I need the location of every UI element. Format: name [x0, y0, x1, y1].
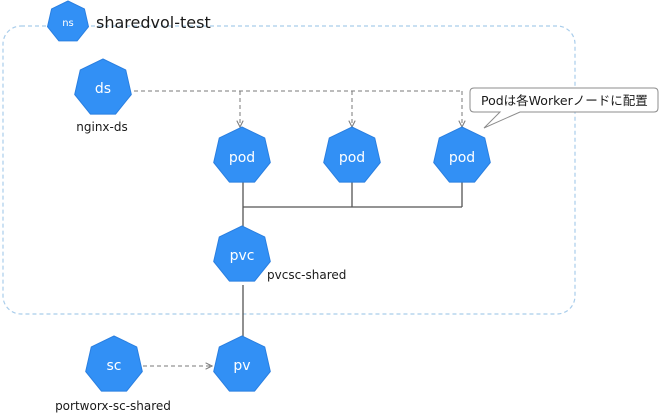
- ds-to-pod-connectors: [134, 90, 462, 127]
- namespace-icon: [47, 0, 89, 42]
- pod-to-pvc-connectors: [242, 180, 463, 236]
- storageclass-node: sc: [85, 335, 143, 392]
- namespace-node: ns: [47, 0, 89, 42]
- pv-node: pv: [213, 335, 271, 392]
- pod-icon: [323, 126, 381, 183]
- pvc-node: pvc: [213, 225, 271, 282]
- pvc-icon: [213, 225, 271, 282]
- storageclass-icon: [85, 335, 143, 392]
- pod-icon-label: pod: [229, 150, 255, 166]
- callout-text: Podは各Workerノードに配置: [481, 93, 648, 108]
- storageclass-icon-label: sc: [107, 358, 122, 374]
- daemonset-icon-label: ds: [95, 81, 111, 97]
- namespace-boundary: [2, 25, 576, 315]
- pod-icon-label: pod: [449, 150, 475, 166]
- pod-icon: [433, 126, 491, 183]
- daemonset-icon: [74, 58, 132, 115]
- pv-icon: [213, 335, 271, 392]
- pod-node: pod: [433, 126, 491, 183]
- storageclass-name: portworx-sc-shared: [55, 399, 171, 413]
- namespace-icon-label: ns: [62, 18, 74, 29]
- pod-icon-label: pod: [339, 150, 365, 166]
- namespace-name: sharedvol-test: [96, 13, 211, 32]
- pvc-name: pvcsc-shared: [267, 268, 346, 282]
- pvc-icon-label: pvc: [230, 248, 255, 264]
- daemonset-node: ds: [74, 58, 132, 115]
- pod-node: pod: [213, 126, 271, 183]
- pod-icon: [213, 126, 271, 183]
- pv-icon-label: pv: [233, 358, 250, 374]
- daemonset-name: nginx-ds: [76, 120, 127, 134]
- pod-node: pod: [323, 126, 381, 183]
- callout-balloon: Podは各Workerノードに配置: [469, 87, 659, 129]
